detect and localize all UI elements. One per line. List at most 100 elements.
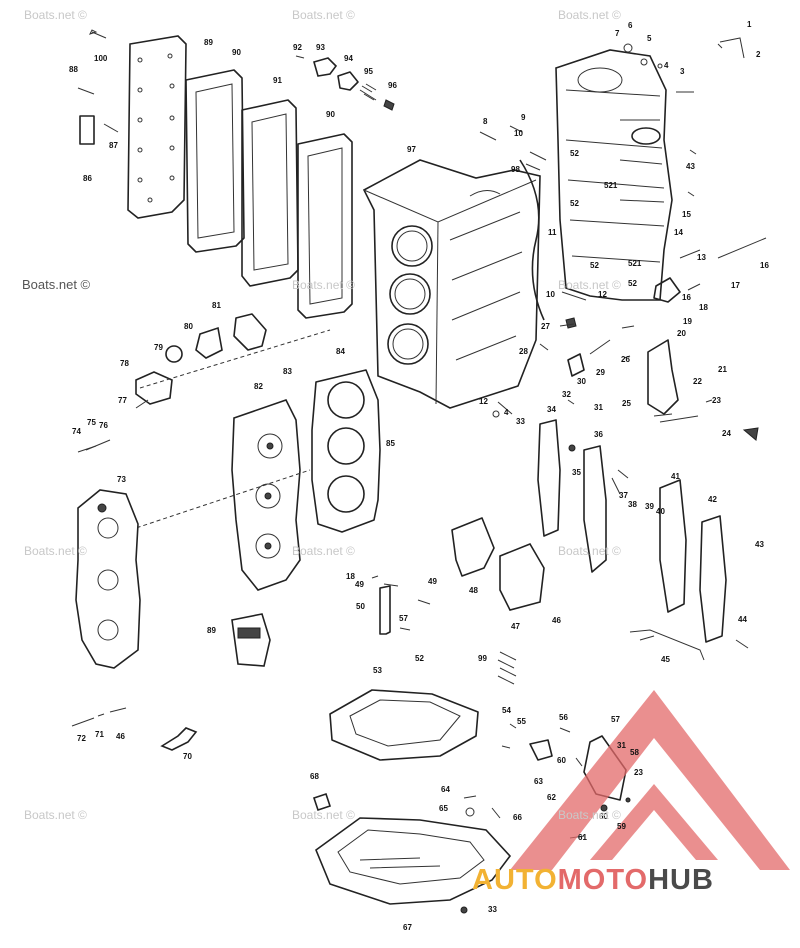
logo-wordmark: AUTOMOTOHUB xyxy=(472,864,714,897)
callout-49-a: 49 xyxy=(355,580,364,589)
callout-82: 82 xyxy=(254,382,263,391)
callout-95: 95 xyxy=(364,67,373,76)
watermark-2: Boats.net © xyxy=(292,8,355,22)
callout-23-a: 23 xyxy=(712,396,721,405)
callout-22: 22 xyxy=(693,377,702,386)
callout-100: 100 xyxy=(94,54,108,63)
callout-49-b: 49 xyxy=(428,577,437,586)
cylinder-head-gasket xyxy=(311,369,381,533)
callout-18-b: 18 xyxy=(346,572,355,581)
watermark-11: Boats.net © xyxy=(558,808,621,822)
callout-33-a: 33 xyxy=(516,417,525,426)
callout-54: 54 xyxy=(502,706,511,715)
callout-4: 4 xyxy=(664,61,669,70)
small-gasket-86 xyxy=(79,115,95,145)
callout-88: 88 xyxy=(69,65,78,74)
callout-16-a: 16 xyxy=(760,261,769,270)
throttle-linkage xyxy=(371,575,431,635)
adapter-gasket xyxy=(329,689,479,761)
logo-part-hub: HUB xyxy=(648,864,714,896)
watermark-8: Boats.net © xyxy=(558,544,621,558)
callout-29: 29 xyxy=(596,368,605,377)
callout-2: 2 xyxy=(756,50,761,59)
callout-57-b: 57 xyxy=(611,715,620,724)
callout-14: 14 xyxy=(674,228,683,237)
callout-8: 8 xyxy=(483,117,488,126)
callout-52: 52 xyxy=(415,654,424,663)
callout-19: 19 xyxy=(683,317,692,326)
callout-75: 75 xyxy=(87,418,96,427)
callout-31-b: 31 xyxy=(617,741,626,750)
callout-31-a: 31 xyxy=(594,403,603,412)
callout-60-a: 60 xyxy=(557,756,566,765)
callout-5: 5 xyxy=(647,34,652,43)
callout-77: 77 xyxy=(118,396,127,405)
choke-linkage xyxy=(647,339,759,441)
callout-28: 28 xyxy=(519,347,528,356)
callout-521-a: 521 xyxy=(604,181,618,190)
callout-40: 40 xyxy=(656,507,665,516)
plug-27 xyxy=(565,317,577,329)
callout-7: 7 xyxy=(615,29,620,38)
callout-4-b: 4 xyxy=(504,408,509,417)
watermark-4: Boats.net © xyxy=(292,278,355,292)
callout-86: 86 xyxy=(83,174,92,183)
dowel-12 xyxy=(561,291,587,301)
exhaust-cover-plate xyxy=(127,35,187,219)
callout-47: 47 xyxy=(511,622,520,631)
callout-52-a: 52 xyxy=(570,149,579,158)
callout-92: 92 xyxy=(293,43,302,52)
logo-part-moto: MOTO xyxy=(557,864,649,896)
callout-9: 9 xyxy=(521,113,526,122)
callout-59: 59 xyxy=(617,822,626,831)
callout-17: 17 xyxy=(731,281,740,290)
watermark-main: Boats.net © xyxy=(22,277,91,292)
callout-99: 99 xyxy=(478,654,487,663)
block-dowels xyxy=(479,125,547,171)
callout-23-b: 23 xyxy=(634,768,643,777)
callout-97: 97 xyxy=(407,145,416,154)
thermostat-cover-parts xyxy=(295,55,395,111)
exhaust-divider-plate xyxy=(241,99,299,287)
callout-52-c: 52 xyxy=(590,261,599,270)
callout-58: 58 xyxy=(630,748,639,757)
callout-91: 91 xyxy=(273,76,282,85)
callout-27: 27 xyxy=(541,322,550,331)
callout-68: 68 xyxy=(310,772,319,781)
watermark-9: Boats.net © xyxy=(24,808,87,822)
callout-84: 84 xyxy=(336,347,345,356)
callout-81: 81 xyxy=(212,301,221,310)
thermostat-assembly xyxy=(85,313,331,451)
callout-38: 38 xyxy=(628,500,637,509)
alignment-line xyxy=(129,469,311,531)
cylinder-head xyxy=(231,399,301,591)
callout-56: 56 xyxy=(559,713,568,722)
callout-70: 70 xyxy=(183,752,192,761)
callout-79: 79 xyxy=(154,343,163,352)
callout-98: 98 xyxy=(511,165,520,174)
callout-41: 41 xyxy=(671,472,680,481)
callout-60-b: 60 xyxy=(599,812,608,821)
callout-12-b: 12 xyxy=(479,397,488,406)
callout-20: 20 xyxy=(677,329,686,338)
bracket-18 xyxy=(653,277,681,303)
callout-85: 85 xyxy=(386,439,395,448)
callout-46: 46 xyxy=(552,616,561,625)
callout-90-b: 90 xyxy=(326,110,335,119)
small-hardware-right xyxy=(492,323,635,418)
callout-32: 32 xyxy=(562,390,571,399)
screws-top-left xyxy=(77,29,119,133)
callout-10-b: 10 xyxy=(546,290,555,299)
callout-18: 18 xyxy=(699,303,708,312)
decal-box xyxy=(231,613,271,667)
callout-87: 87 xyxy=(109,141,118,150)
callout-11: 11 xyxy=(548,228,557,237)
lower-adapter-plate xyxy=(315,817,512,905)
callout-30: 30 xyxy=(577,377,586,386)
callout-94: 94 xyxy=(344,54,353,63)
callout-37: 37 xyxy=(619,491,628,500)
logo-triangle xyxy=(510,690,790,870)
screws-71-72 xyxy=(71,707,127,727)
crankcase-half xyxy=(555,49,673,301)
